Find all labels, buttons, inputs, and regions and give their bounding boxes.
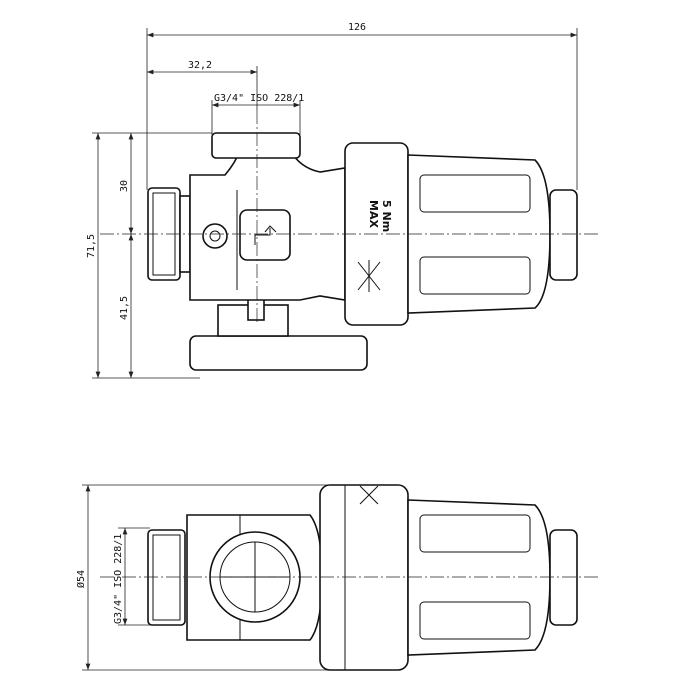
dimension-heights: 71,5 30 41,5 [86,132,212,379]
cap-window-upper [419,174,531,213]
cap-window-lower [419,256,531,295]
left-nipple-thread [152,534,181,621]
side-thread-label: G3/4" ISO 228/1 [113,534,124,624]
dimension-overall-length: 126 [146,22,578,190]
end-cap [549,189,578,281]
wrench-symbol-icon [357,260,381,292]
dim-32-2-label: 32,2 [188,60,212,71]
valve-bottom-outline [147,484,578,671]
gauge-port-inner [209,230,221,242]
torque-marking-nm: 5 Nm [380,200,393,232]
cap-window-upper [419,514,531,553]
valve-top-outline: MAX 5 Nm [147,132,578,371]
dimension-top-thread: G3/4" ISO 228/1 [211,93,304,135]
dim-71-5-label: 71,5 [86,234,97,258]
bottom-view: Ø54 G3/4" ISO 228/1 [75,484,600,671]
left-nipple [147,529,186,626]
spring-cap [407,499,551,656]
diameter-label: Ø54 [75,570,87,588]
gauge-port [202,223,228,249]
end-cap [549,529,578,626]
wrench-symbol-icon [359,485,379,505]
dim-126-label: 126 [348,22,366,33]
dimension-diameter: Ø54 [75,484,345,671]
handle [189,335,368,371]
top-thread-label: G3/4" ISO 228/1 [214,93,304,104]
adjusting-nut [319,484,409,671]
torque-marking-max: MAX [367,200,380,228]
dimension-side-thread: G3/4" ISO 228/1 [113,527,150,626]
cap-window-lower [419,601,531,640]
dim-41-5-label: 41,5 [119,296,130,320]
top-port [211,132,301,159]
top-view: 126 32,2 G3/4" ISO 228/1 71,5 30 41,5 [86,22,600,379]
dim-30-label: 30 [119,180,130,192]
flow-arrow-icon [254,225,277,245]
